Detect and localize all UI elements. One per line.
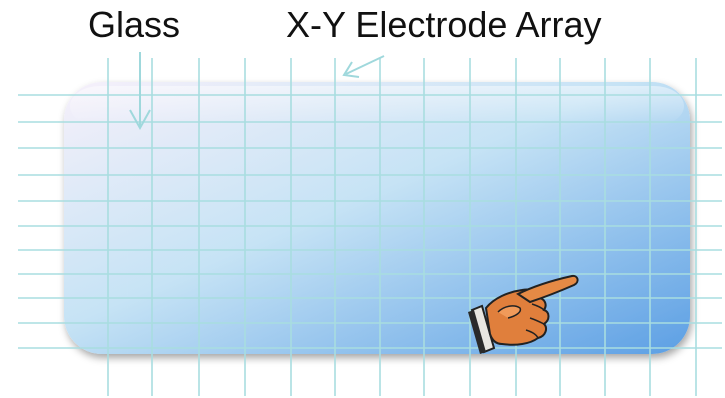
glass-arrow	[129, 52, 151, 131]
glass-panel	[64, 82, 690, 354]
glass-panel-highlight	[70, 86, 684, 126]
pointing-hand-icon	[468, 274, 579, 354]
electrode-array-arrow	[342, 55, 385, 78]
electrode-array-label: X-Y Electrode Array	[286, 4, 602, 45]
glass-label: Glass	[88, 4, 181, 45]
electrode-grid	[18, 58, 722, 396]
